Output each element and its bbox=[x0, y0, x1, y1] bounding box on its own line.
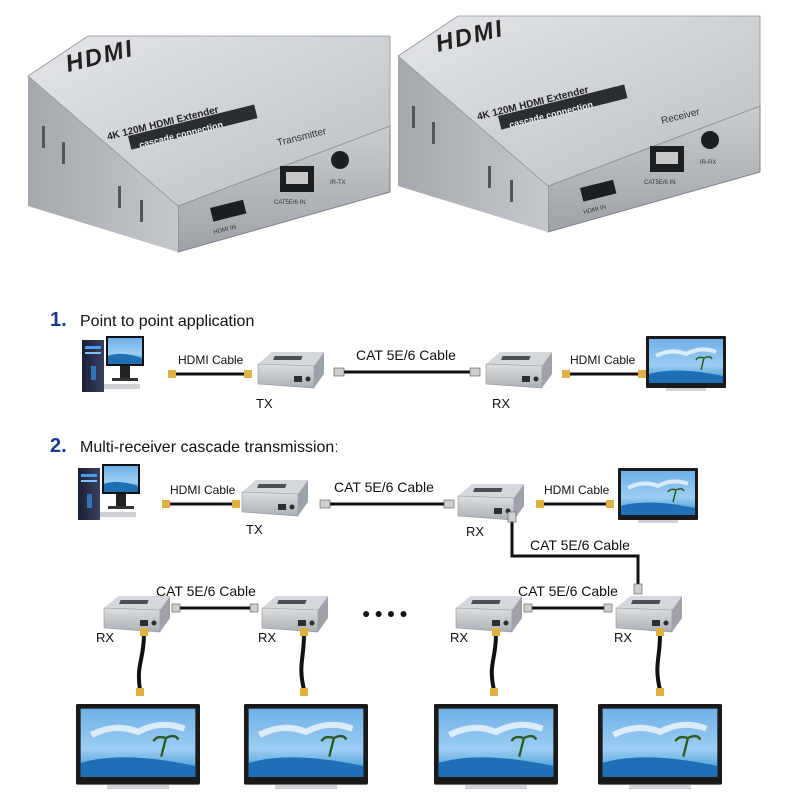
tv-display-icon bbox=[616, 466, 700, 525]
rx-label: RX bbox=[450, 630, 468, 645]
section-cascade: 2. Multi-receiver cascade transmissionː … bbox=[50, 435, 722, 789]
cat-cable-label: CAT 5E/6 Cable bbox=[156, 583, 256, 599]
rx-extender-icon bbox=[261, 595, 329, 633]
port-label-hdmi: HDMI IN bbox=[583, 205, 607, 216]
port-label-ir: IR-RX bbox=[700, 160, 716, 166]
cat-cable bbox=[510, 516, 640, 590]
receiver-device: HDMI 4K 120M HDMI Extender cascade conne… bbox=[397, 15, 761, 233]
rx-extender-icon bbox=[615, 595, 683, 633]
section1-number: 1. bbox=[50, 309, 67, 331]
tv-display-icon bbox=[598, 704, 722, 789]
section2-title: Multi-receiver cascade transmissionː bbox=[80, 439, 339, 456]
transmitter-device: HDMI 4K 120M HDMI Extender cascade conne… bbox=[27, 35, 391, 253]
section-point-to-point: 1. Point to point application HDMI Cable… bbox=[50, 309, 728, 411]
tv-display-icon bbox=[244, 704, 368, 789]
hdmi-cable bbox=[299, 628, 308, 696]
rx-label: RX bbox=[614, 630, 632, 645]
side-vent-icon bbox=[412, 106, 513, 202]
tx-label: TX bbox=[246, 522, 263, 537]
ellipsis-dots: ●●●● bbox=[362, 605, 412, 621]
pc-source-icon bbox=[82, 336, 144, 392]
rj45-port-icon bbox=[650, 146, 684, 172]
pc-source-icon bbox=[78, 464, 140, 520]
section2-number: 2. bbox=[50, 435, 67, 457]
hdmi-port-icon bbox=[210, 199, 247, 222]
tv-display-icon bbox=[76, 704, 200, 789]
cat-cable-label: CAT 5E/6 Cable bbox=[334, 479, 434, 495]
port-label-cat: CAT5E/6 IN bbox=[644, 180, 676, 186]
rx-label: RX bbox=[466, 524, 484, 539]
side-vent-icon bbox=[42, 126, 143, 222]
ir-jack-icon bbox=[701, 131, 719, 149]
port-label-cat: CAT5E/6 IN bbox=[274, 200, 306, 206]
hdmi-cable-label: HDMI Cable bbox=[544, 483, 610, 497]
hdmi-cable-label: HDMI Cable bbox=[170, 483, 236, 497]
cat-cable-label: CAT 5E/6 Cable bbox=[356, 347, 456, 363]
rx-label: RX bbox=[258, 630, 276, 645]
tx-extender-icon bbox=[241, 479, 309, 517]
rx-extender-icon bbox=[485, 351, 553, 389]
rx-extender-icon bbox=[455, 595, 523, 633]
tv-display-icon bbox=[434, 704, 558, 789]
cat-cable-label: CAT 5E/6 Cable bbox=[530, 537, 630, 553]
rx-extender-icon bbox=[103, 595, 171, 633]
hdmi-cable bbox=[136, 628, 148, 696]
rx-label: RX bbox=[96, 630, 114, 645]
rj45-port-icon bbox=[280, 166, 314, 192]
tv-display-icon bbox=[644, 334, 728, 393]
ir-jack-icon bbox=[331, 151, 349, 169]
rx-label: RX bbox=[492, 396, 510, 411]
port-label-ir: IR-TX bbox=[330, 180, 346, 186]
cat-cable-label: CAT 5E/6 Cable bbox=[518, 583, 618, 599]
port-label-hdmi: HDMI IN bbox=[213, 225, 237, 236]
hdmi-cable-label: HDMI Cable bbox=[570, 353, 636, 367]
tx-extender-icon bbox=[257, 351, 325, 389]
tx-label: TX bbox=[256, 396, 273, 411]
hdmi-cable bbox=[489, 628, 500, 696]
hdmi-cable-label: HDMI Cable bbox=[178, 353, 244, 367]
hdmi-port-icon bbox=[580, 179, 617, 202]
hdmi-cable bbox=[655, 628, 664, 696]
section1-title: Point to point application bbox=[80, 313, 254, 330]
